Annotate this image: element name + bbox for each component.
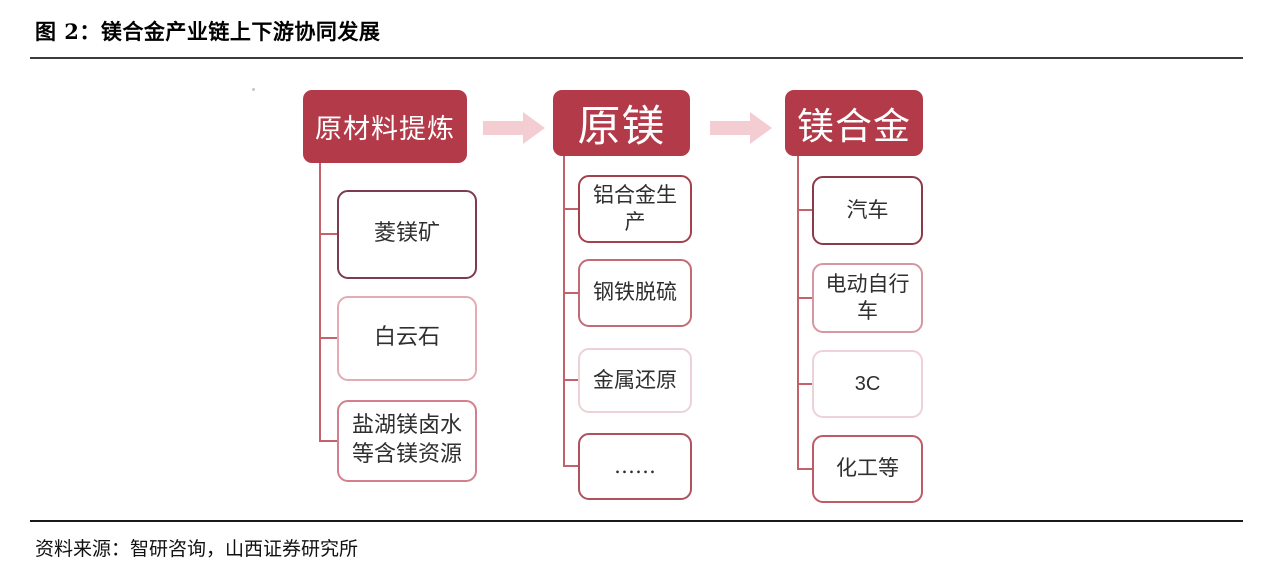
arrow-head — [523, 112, 545, 144]
node-salt-lake-brine: 盐湖镁卤水等含镁资源 — [337, 400, 477, 482]
bottom-divider — [30, 520, 1243, 522]
stage-box-raw-material-refining: 原材料提炼 — [303, 90, 467, 163]
flow-arrow-1-icon — [483, 112, 545, 144]
flow-arrow-2-icon — [710, 112, 772, 144]
connector-vline-2 — [563, 156, 565, 467]
connector-stub — [319, 440, 337, 442]
arrow-shaft — [710, 121, 751, 135]
figure-title: 图 2：镁合金产业链上下游协同发展 — [35, 19, 381, 44]
node-ellipsis: …… — [578, 433, 692, 500]
node-steel-desulfurization: 钢铁脱硫 — [578, 259, 692, 327]
connector-stub — [319, 233, 337, 235]
node-magnesite: 菱镁矿 — [337, 190, 477, 279]
connector-stub — [319, 337, 337, 339]
connector-stub — [563, 208, 578, 210]
connector-stub — [797, 297, 812, 299]
connector-stub — [797, 383, 812, 385]
stray-dot — [252, 88, 255, 91]
connector-vline-1 — [319, 163, 321, 442]
top-divider — [30, 57, 1243, 59]
source-note: 资料来源：智研咨询，山西证券研究所 — [35, 539, 359, 560]
node-metal-reduction: 金属还原 — [578, 348, 692, 413]
node-3c: 3C — [812, 350, 923, 418]
node-automotive: 汽车 — [812, 176, 923, 245]
connector-stub — [563, 292, 578, 294]
connector-stub — [563, 379, 578, 381]
connector-vline-3 — [797, 156, 799, 470]
connector-stub — [797, 468, 812, 470]
connector-stub — [797, 209, 812, 211]
arrow-shaft — [483, 121, 524, 135]
node-chemical-industry: 化工等 — [812, 435, 923, 503]
arrow-head — [750, 112, 772, 144]
stage-box-primary-magnesium: 原镁 — [553, 90, 690, 156]
node-electric-bicycle: 电动自行车 — [812, 263, 923, 333]
node-dolomite: 白云石 — [337, 296, 477, 381]
connector-stub — [563, 465, 578, 467]
stage-box-magnesium-alloy: 镁合金 — [785, 90, 923, 156]
node-aluminum-alloy-production: 铝合金生产 — [578, 175, 692, 243]
